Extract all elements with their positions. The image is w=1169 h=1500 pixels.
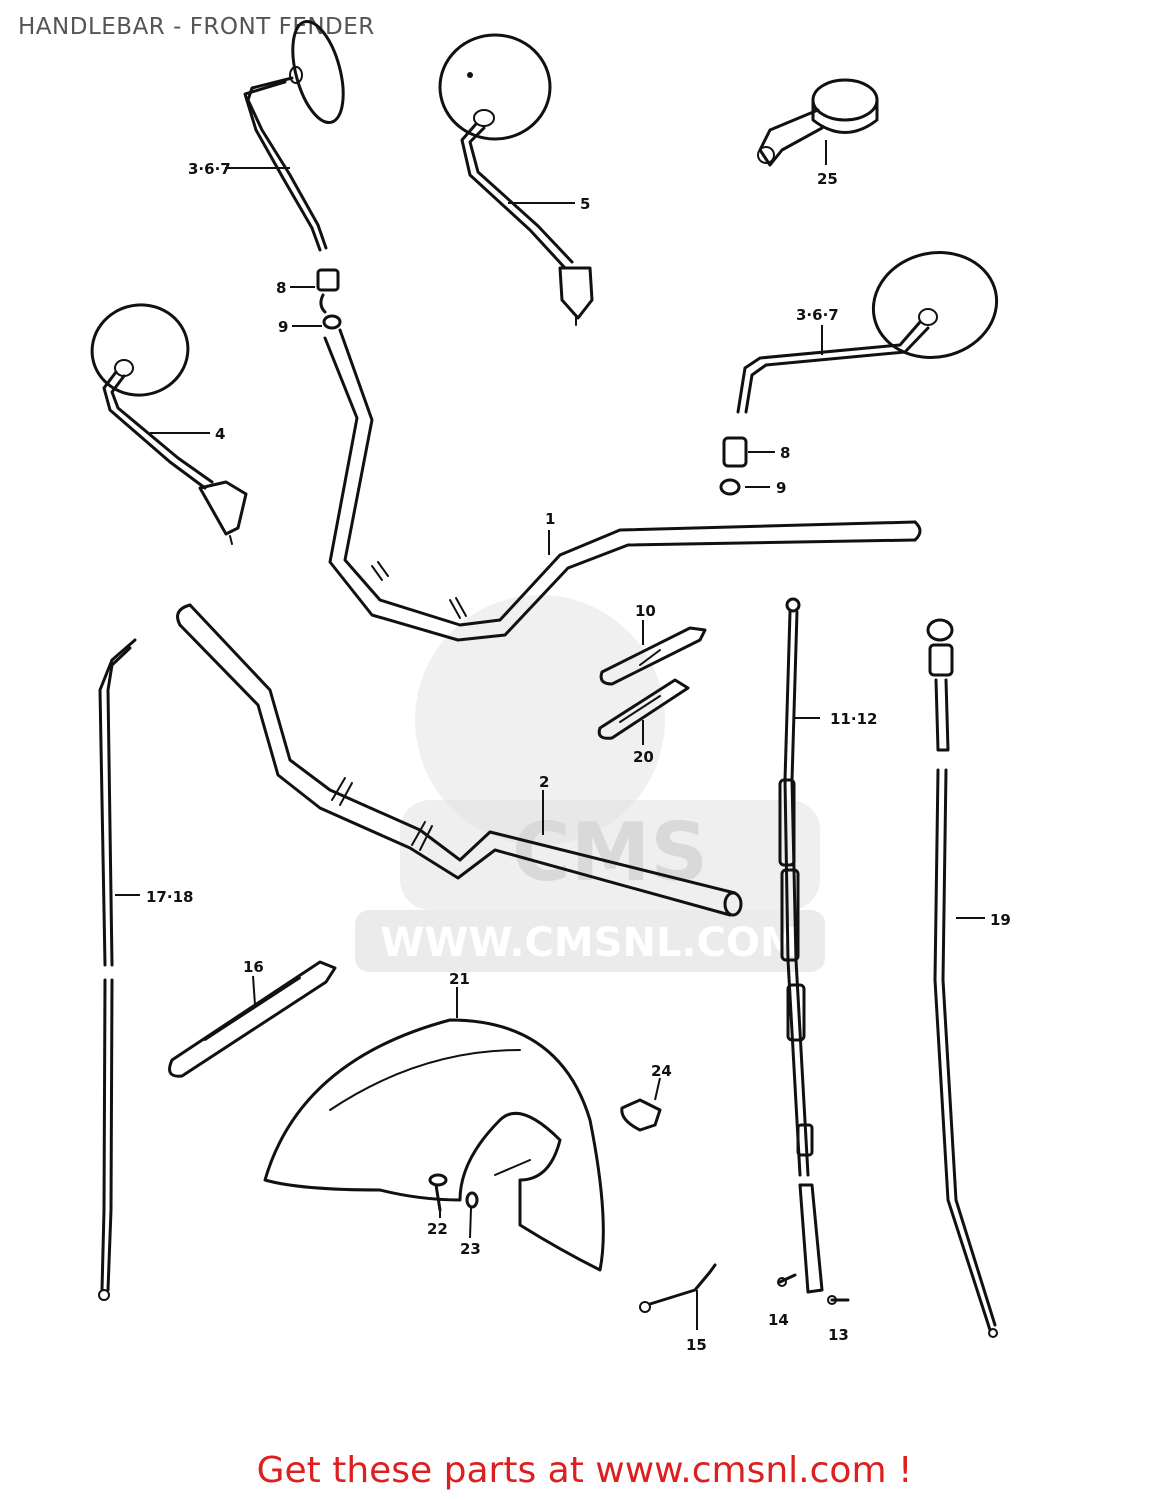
label-8-upper: 8 <box>276 279 286 297</box>
watermark-logo: CMS <box>512 806 708 899</box>
front-fender-21 <box>263 1018 605 1272</box>
label-13: 13 <box>828 1326 849 1344</box>
label-9-upper: 9 <box>278 318 288 336</box>
label-1: 1 <box>545 510 555 528</box>
label-9-lower: 9 <box>776 479 786 497</box>
part-16 <box>168 960 337 1078</box>
label-3-6-7-upper: 3·6·7 <box>188 160 231 178</box>
cable-17-18 <box>98 638 137 1301</box>
label-3-6-7-lower: 3·6·7 <box>796 306 839 324</box>
cable-19 <box>926 618 998 1338</box>
bolts-22-23-24 <box>428 1098 662 1212</box>
label-23: 23 <box>460 1240 481 1258</box>
mirror-left-lower <box>90 303 248 545</box>
cable-11-12 <box>778 597 824 1294</box>
label-17-18: 17·18 <box>146 888 193 906</box>
switch-25 <box>757 78 879 167</box>
label-5: 5 <box>580 195 590 213</box>
label-21: 21 <box>449 970 470 988</box>
handlebar-1 <box>323 328 922 642</box>
label-2: 2 <box>539 773 549 791</box>
leader-lines <box>115 140 985 1330</box>
label-25: 25 <box>817 170 838 188</box>
label-11-12: 11·12 <box>830 710 877 728</box>
watermark: CMS WWW.CMSNL.COM <box>355 595 825 972</box>
part-10 <box>599 626 707 686</box>
mount-8-9-lower <box>719 436 748 496</box>
footer-link[interactable]: Get these parts at www.cmsnl.com ! <box>256 1450 913 1491</box>
part-labels: 3·6·7 5 25 8 9 4 3·6·7 8 9 1 10 20 11·12… <box>146 160 1011 1354</box>
label-15: 15 <box>686 1336 707 1354</box>
handlebar-2 <box>176 603 743 917</box>
label-20: 20 <box>633 748 654 766</box>
part-20 <box>597 678 690 740</box>
label-24: 24 <box>651 1062 672 1080</box>
label-14: 14 <box>768 1311 789 1329</box>
mirror-right-upper <box>438 33 594 326</box>
label-10: 10 <box>635 602 656 620</box>
parts-13-14 <box>777 1273 850 1305</box>
label-22: 22 <box>427 1220 448 1238</box>
mirror-right-lower <box>736 251 999 414</box>
watermark-url: WWW.CMSNL.COM <box>380 920 800 966</box>
label-16: 16 <box>243 958 264 976</box>
label-8-lower: 8 <box>780 444 790 462</box>
label-19: 19 <box>990 911 1011 929</box>
mount-8-9-upper <box>316 268 342 330</box>
mirror-left-upper <box>243 19 345 252</box>
label-4: 4 <box>215 425 225 443</box>
page-title: HANDLEBAR - FRONT FENDER <box>18 14 375 40</box>
part-15 <box>639 1263 717 1313</box>
